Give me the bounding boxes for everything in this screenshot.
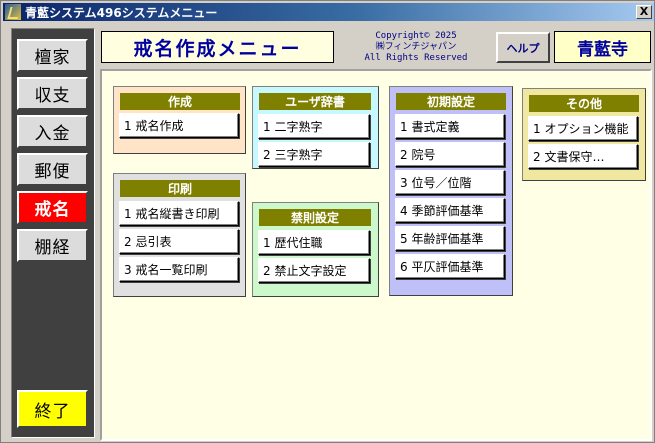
- sidebar: 檀家 収支 入金 郵便 戒名 棚経 終了: [11, 28, 95, 438]
- copyright-text: Copyright© 2025 ㈱フィンチジャパン All Rights Res…: [351, 31, 481, 64]
- exit-button[interactable]: 終了: [17, 390, 88, 428]
- menu-item-age-criteria[interactable]: 5 年齢評価基準: [395, 226, 505, 251]
- sidebar-item-nyukin[interactable]: 入金: [17, 115, 88, 148]
- copyright-line-1: Copyright© 2025: [375, 31, 457, 41]
- menu-item-kibiki-table[interactable]: 2 忌引表: [119, 229, 239, 254]
- group-print: 印刷 1 戒名縦書き印刷 2 忌引表 3 戒名一覧印刷: [113, 173, 246, 297]
- copyright-line-3: All Rights Reserved: [364, 53, 468, 63]
- menu-item-past-priests[interactable]: 1 歴代住職: [258, 230, 370, 255]
- menu-item-doc-maintenance[interactable]: 2 文書保守…: [528, 144, 638, 169]
- group-prohibit: 禁則設定 1 歴代住職 2 禁止文字設定: [252, 202, 379, 297]
- window-title: 青藍システム496システムメニュー: [25, 5, 218, 20]
- menu-item-format[interactable]: 1 書式定義: [395, 114, 505, 139]
- sidebar-item-shushi[interactable]: 収支: [17, 77, 88, 110]
- sidebar-item-danka[interactable]: 檀家: [17, 39, 88, 72]
- menu-item-three-char[interactable]: 2 三字熟字: [258, 142, 370, 167]
- menu-item-vertical-print[interactable]: 1 戒名縦書き印刷: [119, 201, 239, 226]
- menu-item-igo[interactable]: 3 位号／位階: [395, 170, 505, 195]
- menu-item-list-print[interactable]: 3 戒名一覧印刷: [119, 257, 239, 282]
- page-title: 戒名作成メニュー: [101, 31, 334, 63]
- menu-item-kaimyo-create[interactable]: 1 戒名作成: [119, 113, 239, 138]
- copyright-line-2: ㈱フィンチジャパン: [375, 42, 457, 52]
- group-print-title: 印刷: [120, 180, 240, 197]
- menu-item-options[interactable]: 1 オプション機能: [528, 116, 638, 141]
- group-prohibit-title: 禁則設定: [259, 209, 371, 226]
- group-other: その他 1 オプション機能 2 文書保守…: [522, 88, 646, 181]
- menu-item-tone-criteria[interactable]: 6 平仄評価基準: [395, 254, 505, 279]
- menu-item-forbidden-chars[interactable]: 2 禁止文字設定: [258, 258, 370, 283]
- group-create: 作成 1 戒名作成: [113, 86, 246, 154]
- menu-item-ingo[interactable]: 2 院号: [395, 142, 505, 167]
- group-create-title: 作成: [120, 93, 240, 110]
- title-bar: 青藍システム496システムメニュー X: [3, 3, 654, 21]
- app-logo-icon: [5, 4, 21, 20]
- sidebar-item-kaimyo[interactable]: 戒名: [17, 191, 88, 224]
- close-button[interactable]: X: [636, 5, 652, 19]
- menu-item-two-char[interactable]: 1 二字熟字: [258, 114, 370, 139]
- group-dictionary: ユーザ辞書 1 二字熟字 2 三字熟字: [252, 86, 379, 169]
- menu-item-season-criteria[interactable]: 4 季節評価基準: [395, 198, 505, 223]
- main-panel: 作成 1 戒名作成 印刷 1 戒名縦書き印刷 2 忌引表 3 戒名一覧印刷 ユー…: [100, 69, 652, 441]
- group-dictionary-title: ユーザ辞書: [259, 93, 371, 110]
- help-button[interactable]: ヘルプ: [496, 32, 550, 63]
- temple-name: 青藍寺: [554, 31, 651, 63]
- sidebar-item-yubin[interactable]: 郵便: [17, 153, 88, 186]
- group-initial-title: 初期設定: [396, 93, 506, 110]
- group-initial: 初期設定 1 書式定義 2 院号 3 位号／位階 4 季節評価基準 5 年齢評価…: [389, 86, 513, 296]
- group-other-title: その他: [529, 95, 639, 112]
- sidebar-item-tanagyo[interactable]: 棚経: [17, 229, 88, 262]
